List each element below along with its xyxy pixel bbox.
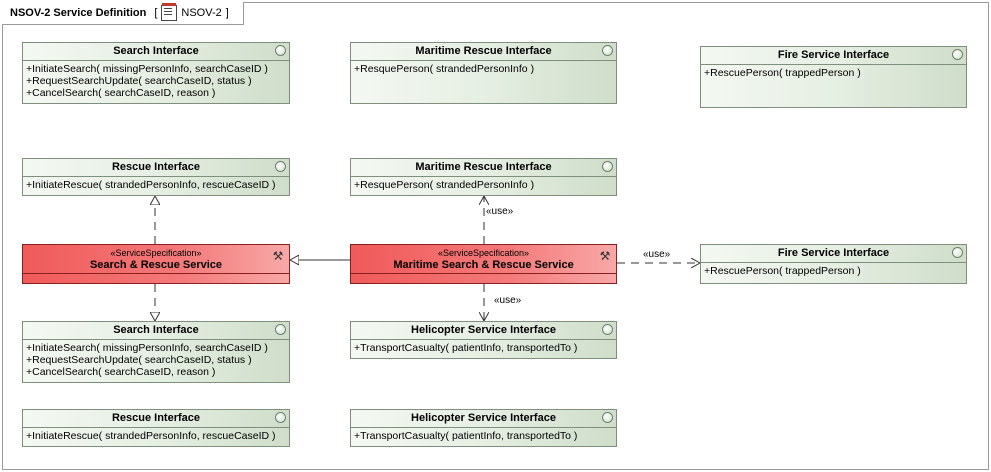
class-header: Search Interface <box>23 322 289 340</box>
class-header: Search Interface <box>23 43 289 61</box>
service-name: Maritime Search & Rescue Service <box>393 259 574 271</box>
operation: +InitiateSearch( missingPersonInfo, sear… <box>26 342 268 354</box>
edge-label-use-fire: «use» <box>643 249 671 260</box>
class-header: Helicopter Service Interface <box>351 322 616 340</box>
operation: +RescuePerson( trappedPerson ) <box>704 265 861 277</box>
diagram-title: NSOV-2 Service Definition <box>10 7 147 19</box>
service-search-and-rescue[interactable]: «ServiceSpecification» Search & Rescue S… <box>22 244 290 284</box>
class-header: Fire Service Interface <box>701 245 966 263</box>
class-fire-service-interface-mid[interactable]: Fire Service Interface +RescuePerson( tr… <box>700 244 967 284</box>
class-title: Fire Service Interface <box>777 247 890 259</box>
class-header: Maritime Rescue Interface <box>351 43 616 61</box>
operation: +CancelSearch( searchCaseID, reason ) <box>26 366 216 378</box>
interface-circle-icon <box>602 45 613 56</box>
class-header: Maritime Rescue Interface <box>351 159 616 177</box>
ref-bracket-open: [ <box>154 7 158 19</box>
class-maritime-rescue-interface-top[interactable]: Maritime Rescue Interface +ResquePerson(… <box>350 42 617 104</box>
operation: +CancelSearch( searchCaseID, reason ) <box>26 87 216 99</box>
ref-name: NSOV-2 <box>181 7 222 19</box>
class-operations: +InitiateSearch( missingPersonInfo, sear… <box>23 340 289 380</box>
class-rescue-interface-bottom[interactable]: Rescue Interface +InitiateRescue( strand… <box>22 409 290 447</box>
interface-circle-icon <box>602 412 613 423</box>
class-search-interface-top[interactable]: Search Interface +InitiateSearch( missin… <box>22 42 290 104</box>
class-operations: +TransportCasualty( patientInfo, transpo… <box>351 428 616 444</box>
interface-circle-icon <box>275 161 286 172</box>
interface-circle-icon <box>602 324 613 335</box>
class-operations: +InitiateRescue( strandedPersonInfo, res… <box>23 177 289 193</box>
service-compartment <box>351 273 616 283</box>
class-header: Helicopter Service Interface <box>351 410 616 428</box>
tools-icon: ⚒ <box>272 249 284 263</box>
class-operations: +RescuePerson( trappedPerson ) <box>701 263 966 279</box>
class-title: Search Interface <box>113 324 199 336</box>
class-title: Helicopter Service Interface <box>411 412 556 424</box>
class-header: Rescue Interface <box>23 159 289 177</box>
interface-circle-icon <box>275 412 286 423</box>
interface-circle-icon <box>275 45 286 56</box>
class-operations: +RescuePerson( trappedPerson ) <box>701 65 966 81</box>
class-title: Rescue Interface <box>111 412 201 424</box>
operation: +TransportCasualty( patientInfo, transpo… <box>354 342 578 354</box>
interface-circle-icon <box>602 161 613 172</box>
service-stereotype: «ServiceSpecification» <box>437 248 530 258</box>
interface-circle-icon <box>275 324 286 335</box>
class-operations: +ResquePerson( strandedPersonInfo ) <box>351 61 616 77</box>
diagram-tab[interactable]: NSOV-2 Service Definition [ NSOV-2 ] <box>2 2 244 25</box>
service-maritime-search-and-rescue[interactable]: «ServiceSpecification» Maritime Search &… <box>350 244 617 284</box>
edge-label-use-helicopter: «use» <box>494 295 522 306</box>
class-operations: +InitiateRescue( strandedPersonInfo, res… <box>23 428 289 444</box>
class-title: Fire Service Interface <box>777 49 890 61</box>
class-header: Rescue Interface <box>23 410 289 428</box>
operation: +TransportCasualty( patientInfo, transpo… <box>354 430 578 442</box>
ref-bracket-close: ] <box>225 7 229 19</box>
class-fire-service-interface-top[interactable]: Fire Service Interface +RescuePerson( tr… <box>700 46 967 108</box>
operation: +InitiateRescue( strandedPersonInfo, res… <box>26 179 276 191</box>
class-search-interface-low[interactable]: Search Interface +InitiateSearch( missin… <box>22 321 290 383</box>
class-header: Fire Service Interface <box>701 47 966 65</box>
operation: +ResquePerson( strandedPersonInfo ) <box>354 63 535 75</box>
class-maritime-rescue-interface-mid[interactable]: Maritime Rescue Interface +ResquePerson(… <box>350 158 617 196</box>
service-compartment <box>23 273 289 283</box>
class-title: Maritime Rescue Interface <box>415 45 552 57</box>
interface-circle-icon <box>952 247 963 258</box>
interface-circle-icon <box>952 49 963 60</box>
tools-icon: ⚒ <box>599 249 611 263</box>
operation: +InitiateSearch( missingPersonInfo, sear… <box>26 63 268 75</box>
class-title: Search Interface <box>113 45 199 57</box>
edge-label-use-maritime: «use» <box>486 206 514 217</box>
operation: +ResquePerson( strandedPersonInfo ) <box>354 179 535 191</box>
class-operations: +InitiateSearch( missingPersonInfo, sear… <box>23 61 289 101</box>
service-name: Search & Rescue Service <box>89 259 223 271</box>
operation: +RequestSearchUpdate( searchCaseID, stat… <box>26 354 252 366</box>
class-title: Maritime Rescue Interface <box>415 161 552 173</box>
service-stereotype: «ServiceSpecification» <box>110 248 202 258</box>
class-rescue-interface-mid[interactable]: Rescue Interface +InitiateRescue( strand… <box>22 158 290 196</box>
class-operations: +TransportCasualty( patientInfo, transpo… <box>351 340 616 356</box>
operation: +InitiateRescue( strandedPersonInfo, res… <box>26 430 276 442</box>
class-operations: +ResquePerson( strandedPersonInfo ) <box>351 177 616 193</box>
class-helicopter-service-interface-bottom[interactable]: Helicopter Service Interface +TransportC… <box>350 409 617 447</box>
class-title: Rescue Interface <box>111 161 201 173</box>
diagram-reference: [ NSOV-2 ] <box>154 3 229 21</box>
class-title: Helicopter Service Interface <box>411 324 556 336</box>
operation: +RescuePerson( trappedPerson ) <box>704 67 861 79</box>
operation: +RequestSearchUpdate( searchCaseID, stat… <box>26 75 252 87</box>
class-helicopter-service-interface-mid[interactable]: Helicopter Service Interface +TransportC… <box>350 321 617 359</box>
diagram-icon <box>161 3 178 21</box>
